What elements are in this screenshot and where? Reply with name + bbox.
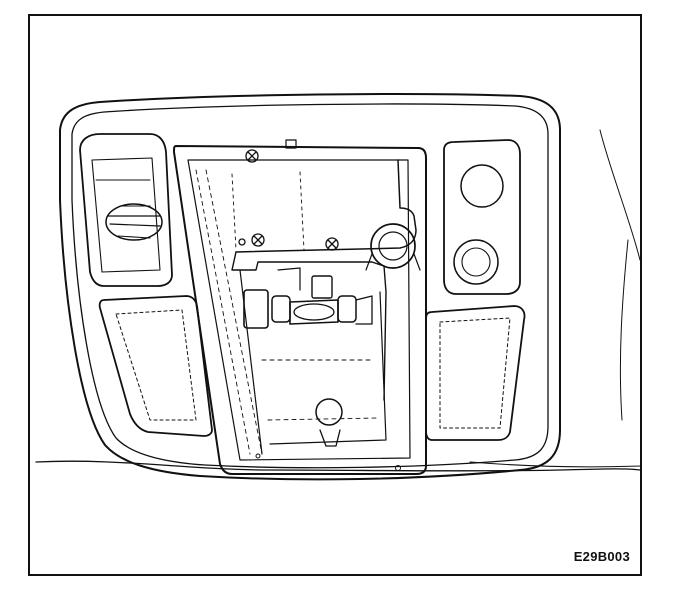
right-upper-switches bbox=[443, 139, 521, 295]
lamp-bracket bbox=[231, 159, 417, 455]
left-upper-lamp bbox=[79, 133, 173, 287]
screw-icon bbox=[251, 233, 265, 247]
right-lower-lamp bbox=[425, 305, 526, 441]
sunroof-button-icon bbox=[460, 164, 504, 208]
center-cavity bbox=[173, 139, 427, 475]
figure-code-label: E29B003 bbox=[573, 549, 630, 564]
headliner-lines bbox=[35, 129, 641, 472]
screw-icon bbox=[245, 149, 259, 163]
lamp-button-icon bbox=[453, 239, 499, 285]
screw-icon bbox=[238, 238, 246, 246]
screws bbox=[238, 149, 339, 251]
dial-icon bbox=[105, 203, 163, 241]
bulb-socket bbox=[365, 223, 421, 271]
diagram-frame bbox=[28, 14, 642, 576]
left-lower-lamp bbox=[98, 295, 213, 437]
lower-grommet bbox=[255, 398, 401, 471]
console-bezel bbox=[59, 93, 561, 481]
screw-icon bbox=[325, 237, 339, 251]
festoon-bulb bbox=[243, 267, 373, 329]
